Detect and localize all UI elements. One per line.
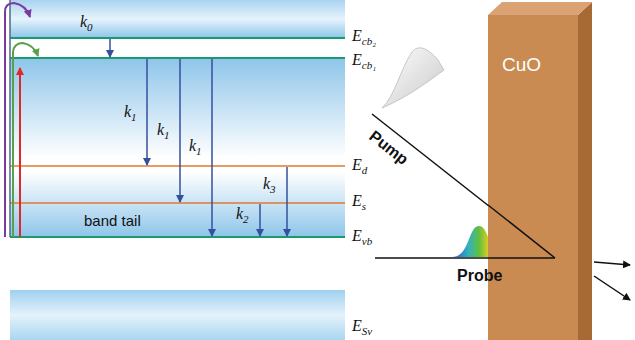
transmitted-beam [594, 276, 630, 300]
symbol-base: E [352, 192, 362, 209]
probe-beam [375, 257, 555, 259]
symbol-subscript: 3 [270, 183, 276, 195]
defect-level-line [10, 165, 345, 167]
region-label: band tail [84, 213, 141, 228]
rate-constant-label: k1 [124, 104, 137, 120]
symbol-base: k [157, 121, 164, 138]
beam-label: Pump [366, 128, 411, 168]
rate-constant-label: k3 [263, 176, 276, 192]
probe-beam [488, 257, 555, 259]
symbol-subscript: cb₂ [362, 35, 376, 47]
symbol-subscript: vb [362, 235, 372, 247]
symbol-subscript: s [362, 200, 366, 212]
energy-level-label: ESv [352, 318, 372, 334]
symbol-base: E [352, 156, 362, 173]
symbol-base: k [263, 175, 270, 192]
lower-valence-band [10, 290, 345, 340]
pump-beam [488, 205, 555, 258]
level-line [10, 57, 345, 59]
symbol-subscript: 0 [87, 21, 93, 33]
symbol-subscript: d [362, 164, 368, 176]
material-label: CuO [488, 15, 578, 74]
energy-level-label: Es [352, 193, 366, 209]
energy-level-label: Ecb₂ [352, 28, 376, 44]
symbol-base: E [352, 227, 362, 244]
symbol-subscript: Sv [362, 325, 372, 337]
beam-label: Probe [457, 268, 502, 284]
relaxation-arrow [286, 167, 288, 236]
sample-side-face [578, 2, 592, 340]
relaxation-arrow [259, 204, 261, 236]
excitation-arrow [13, 43, 38, 237]
symbol-base: k [189, 137, 196, 154]
energy-level-label: Ed [352, 157, 367, 173]
rate-constant-label: k2 [236, 206, 249, 222]
energy-axis [9, 0, 11, 237]
defect-level-line [10, 202, 345, 204]
relaxation-arrow [109, 39, 111, 57]
rate-constant-label: k1 [189, 138, 202, 154]
transmitted-beam [594, 262, 630, 265]
band-tail-region [10, 172, 345, 237]
symbol-base: E [352, 27, 362, 44]
level-line [10, 236, 345, 238]
excitation-arrow [5, 3, 30, 237]
relaxation-arrow [179, 59, 181, 202]
level-line [10, 37, 345, 39]
symbol-subscript: 1 [196, 145, 202, 157]
pump-pulse [382, 48, 444, 108]
symbol-base: k [124, 103, 131, 120]
rate-constant-label: k1 [157, 122, 170, 138]
relaxation-arrow [146, 59, 148, 165]
sample-slab: CuO [488, 15, 578, 340]
symbol-subscript: 1 [131, 111, 137, 123]
relaxation-arrow [211, 59, 213, 236]
sample-top-face [488, 2, 592, 15]
symbol-base: k [80, 13, 87, 30]
sample-front-face [488, 15, 578, 340]
energy-level-label: Evb [352, 228, 372, 244]
symbol-base: k [236, 205, 243, 222]
symbol-base: E [352, 51, 362, 68]
symbol-base: E [352, 317, 362, 334]
rate-constant-label: k0 [80, 14, 93, 30]
upper-conduction-band [10, 0, 345, 38]
excitation-arrow [19, 68, 21, 237]
conduction-band [10, 58, 345, 158]
symbol-subscript: 1 [164, 129, 170, 141]
symbol-subscript: cb₁ [362, 59, 376, 71]
energy-level-label: Ecb₁ [352, 52, 376, 68]
symbol-subscript: 2 [243, 213, 249, 225]
